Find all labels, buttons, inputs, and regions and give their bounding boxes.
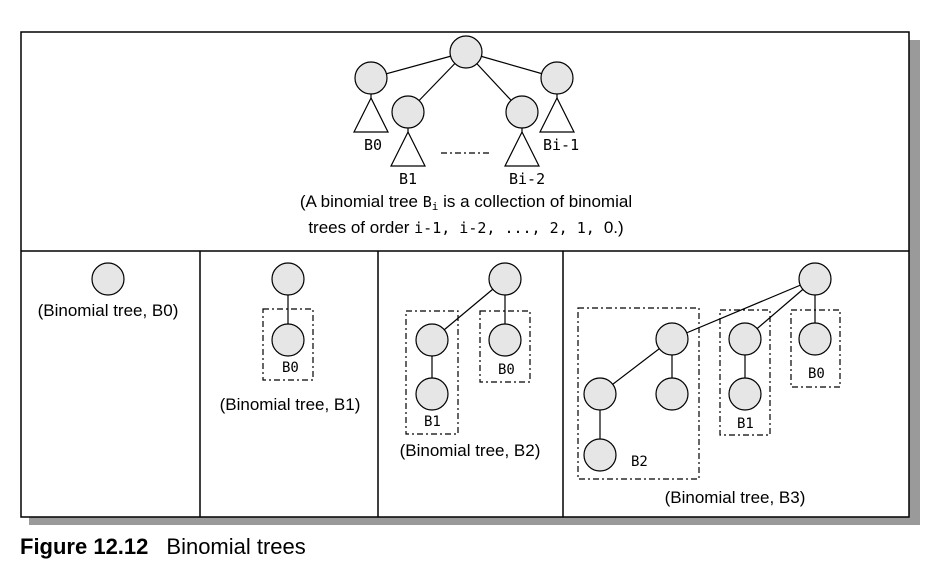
subtree-bi2-triangle	[504, 130, 540, 167]
caption-b2: (Binomial tree, B2)	[400, 441, 541, 460]
b3-box-mid-label: B1	[737, 416, 754, 432]
subtree-box-b1	[405, 310, 459, 435]
subtree-box-b1	[719, 309, 771, 436]
node	[583, 377, 617, 411]
description-line-2: trees of order i-1, i-2, ..., 2, 1, 0.)	[308, 218, 623, 237]
caption-b3: (Binomial tree, B3)	[665, 488, 806, 507]
node	[488, 323, 522, 357]
figure-number: Figure 12.12	[20, 534, 149, 559]
node	[391, 95, 425, 129]
node	[655, 377, 689, 411]
tree-b1	[262, 262, 314, 381]
tree-b2	[405, 262, 531, 435]
label-bi1: Bi-1	[543, 136, 579, 154]
root-node	[798, 262, 832, 296]
subtree-bi1-triangle	[539, 96, 575, 133]
caption-b1: (Binomial tree, B1)	[220, 395, 361, 414]
b1-box-label: B0	[282, 360, 299, 376]
label-bi2: Bi-2	[509, 170, 545, 188]
figure-frame	[20, 31, 910, 518]
description-line-1: (A binomial tree Bi is a collection of b…	[300, 192, 632, 213]
tree-b3	[577, 262, 841, 480]
subtree-b1-triangle	[390, 130, 426, 167]
b3-box-big-label: B2	[631, 454, 648, 470]
tree-b0	[91, 262, 125, 296]
root-node	[449, 35, 483, 69]
general-binomial-tree	[353, 35, 575, 167]
node	[505, 95, 539, 129]
node	[540, 61, 574, 95]
node	[728, 322, 762, 356]
subtree-b0-triangle	[353, 96, 389, 133]
node	[798, 322, 832, 356]
node	[728, 377, 762, 411]
caption-b0: (Binomial tree, B0)	[38, 301, 179, 320]
node	[271, 262, 305, 296]
node	[271, 323, 305, 357]
node	[415, 323, 449, 357]
b2-box-right-label: B0	[498, 362, 515, 378]
subtree-box-b2	[577, 307, 700, 480]
figure-caption: Figure 12.12 Binomial trees	[20, 534, 306, 560]
figure-title: Binomial trees	[166, 534, 306, 559]
root-node	[488, 262, 522, 296]
b2-box-left-label: B1	[424, 414, 441, 430]
b3-box-right-label: B0	[808, 366, 825, 382]
label-b1: B1	[399, 170, 417, 188]
node	[583, 438, 617, 472]
label-b0: B0	[364, 136, 382, 154]
node	[415, 377, 449, 411]
node	[354, 61, 388, 95]
node	[91, 262, 125, 296]
node	[655, 322, 689, 356]
